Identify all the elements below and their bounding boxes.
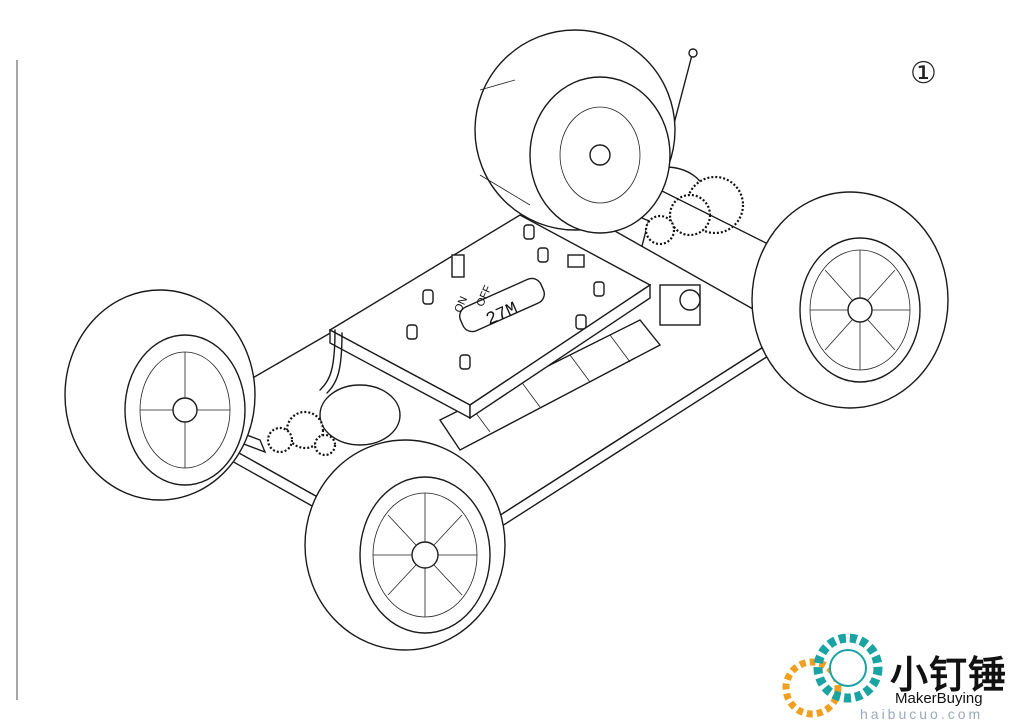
power-switch — [451, 254, 465, 278]
circuit-board: 27M ON OFF — [319, 214, 652, 420]
watermark-gear-icon — [782, 633, 883, 718]
watermark-brand-en: MakerBuying — [895, 690, 983, 707]
wheel-front-left — [64, 289, 256, 501]
watermark-url: haibucuo.com — [860, 706, 984, 722]
sheet-number: ① — [910, 57, 937, 90]
wheel-rear-right — [751, 191, 949, 409]
watermark-brand-cn: 小钉锤 — [890, 653, 1008, 697]
connector — [567, 254, 585, 268]
wheel-front-right — [304, 439, 506, 651]
wheel-rear-left — [474, 29, 676, 234]
battery-pack — [438, 319, 662, 451]
crystal-oscillator: 27M — [459, 277, 545, 333]
